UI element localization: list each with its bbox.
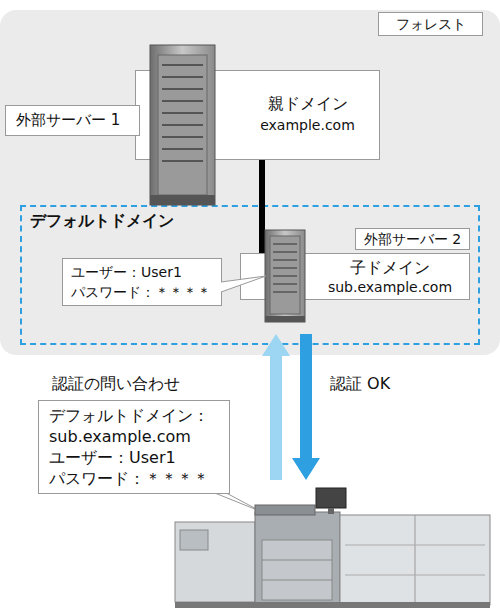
flow-label: 認証 OK: [330, 374, 390, 395]
node-text: 外部サーバー 1: [16, 111, 129, 130]
response-arrow: [292, 334, 320, 480]
flow-label: 認証の問い合わせ: [52, 374, 180, 395]
default-domain-band: デフォルトドメイン外部サーバー 2 ユーザー：User1パスワード：＊＊＊＊ 子ドメ…: [20, 205, 480, 345]
node-text: デフォルトドメイン: [30, 211, 174, 232]
domain-box: 親ドメインexample.com: [135, 70, 380, 160]
domain-box: 子ドメインsub.example.com: [240, 253, 470, 300]
node-subtext: example.com: [236, 115, 379, 135]
request-arrow: [262, 334, 290, 480]
node-subtext: パスワード：＊＊＊＊: [71, 282, 213, 302]
node-text: 親ドメイン: [236, 93, 379, 115]
node-text: 子ドメイン: [311, 258, 469, 278]
server-label-box: 外部サーバー 1: [5, 105, 140, 136]
query-callout: デフォルトドメイン： sub.example.comユーザー：User1パスワー…: [38, 400, 230, 494]
node-subtext: ユーザー：User1: [49, 447, 219, 468]
node-text: デフォルトドメイン： sub.example.com: [49, 405, 219, 447]
server-label-box: 外部サーバー 2: [355, 228, 470, 250]
node-subtext: パスワード：＊＊＊＊: [49, 468, 219, 489]
node-text: 外部サーバー 2: [356, 229, 469, 249]
forest-band: フォレスト外部サーバー 1 親ドメインexample.com デフォルトドメイン外部…: [0, 10, 500, 355]
node-text: フォレスト: [378, 12, 483, 36]
node-subtext: sub.example.com: [311, 278, 469, 296]
node-text: ユーザー：User1: [71, 262, 213, 282]
credential-callout: ユーザー：User1パスワード：＊＊＊＊: [62, 258, 222, 306]
printer-illustration: [175, 488, 490, 608]
